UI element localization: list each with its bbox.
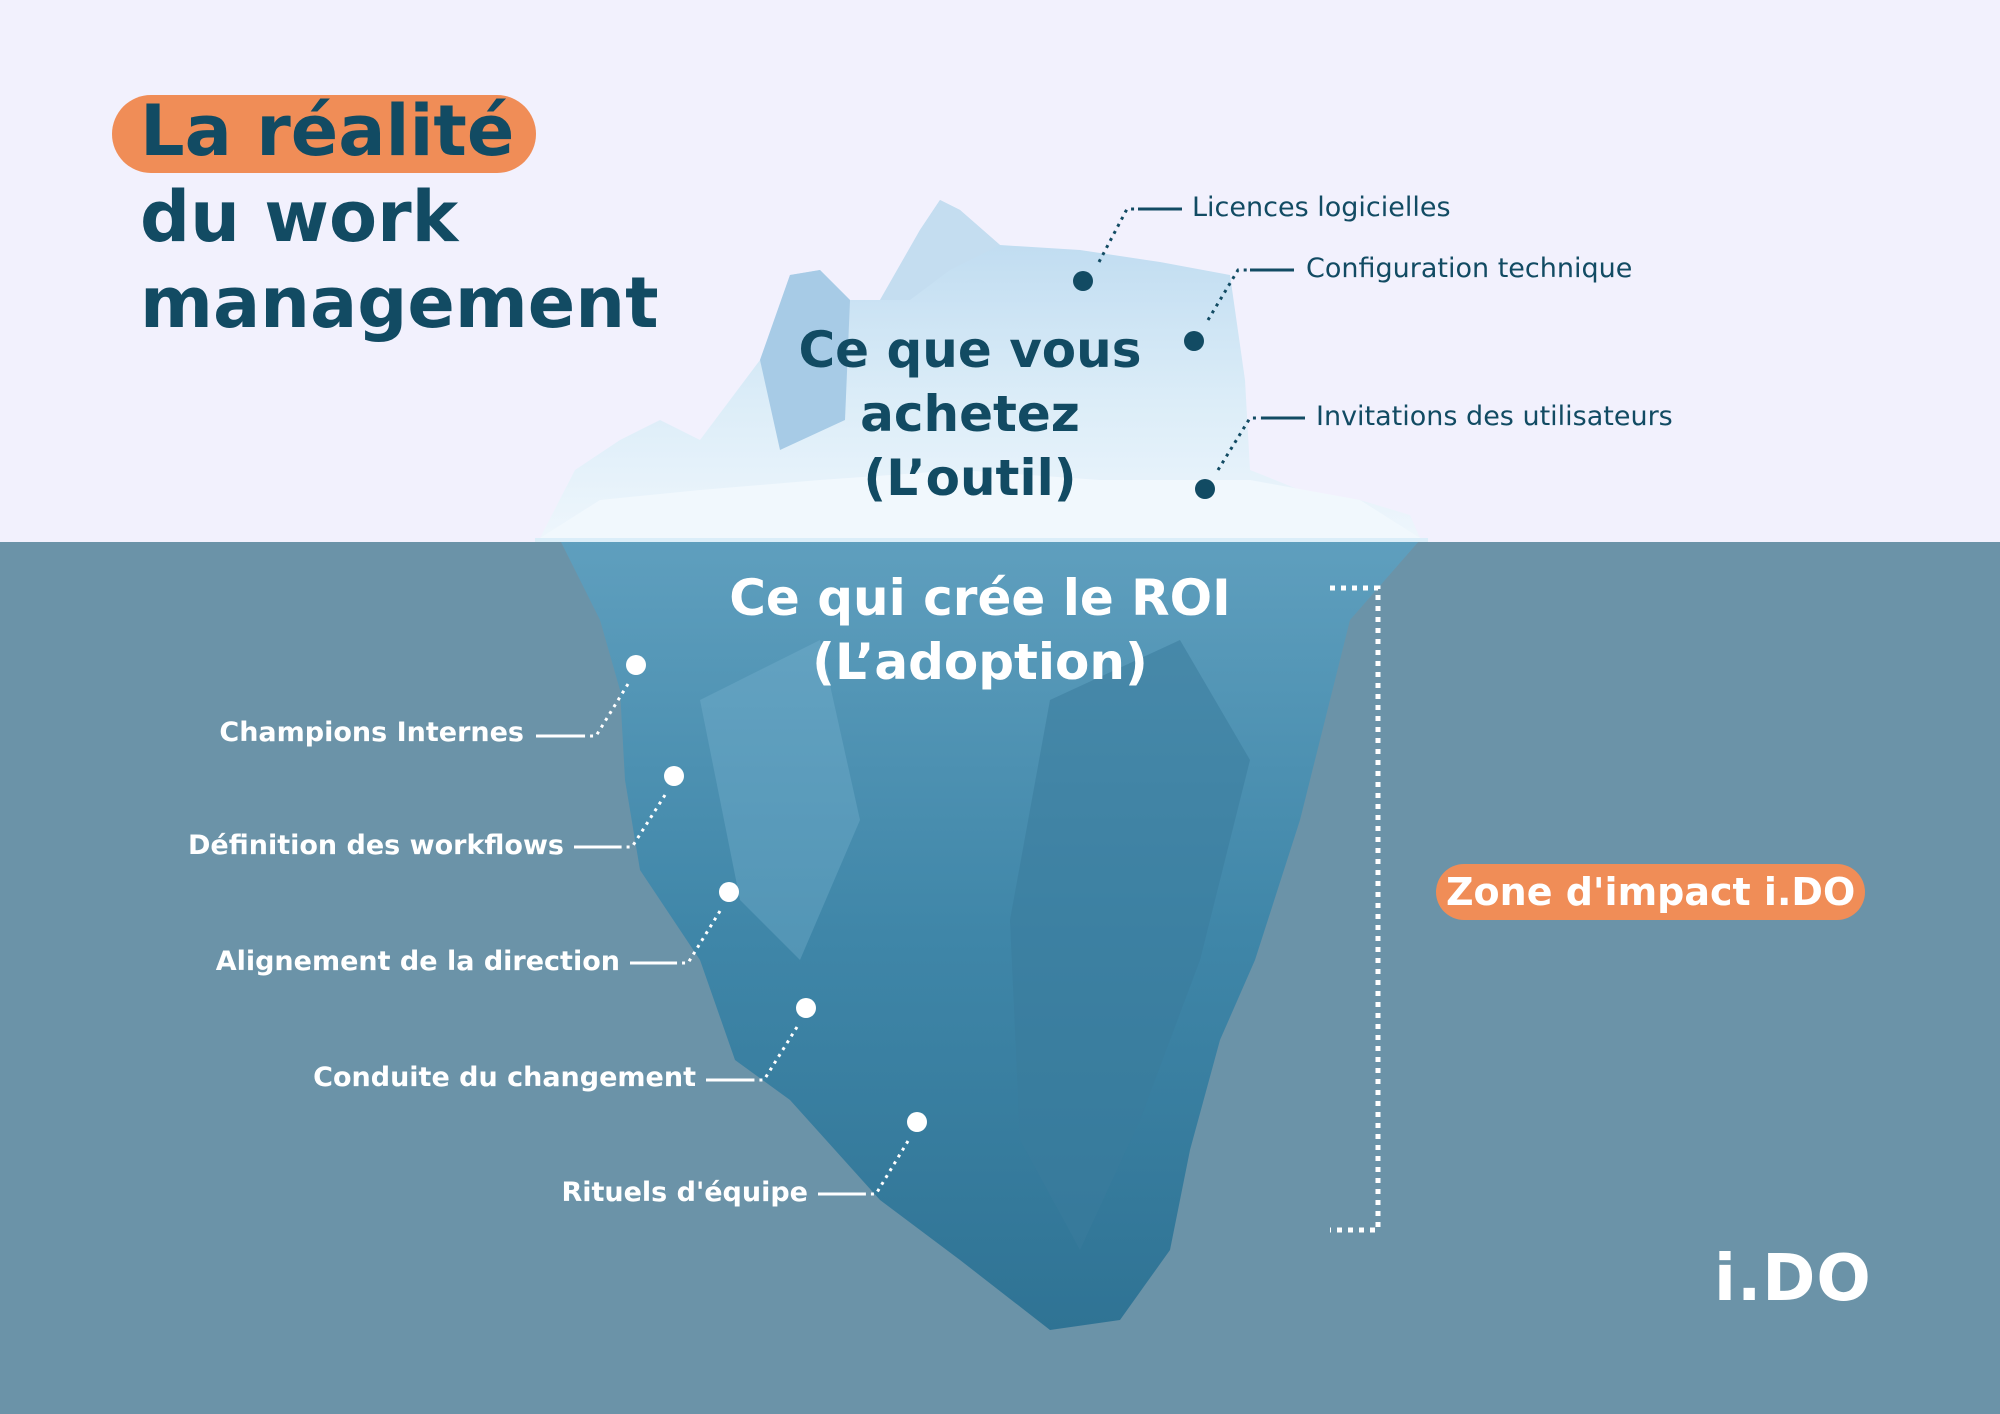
- top-heading: Ce que vous achetez (L’outil): [770, 318, 1170, 510]
- top-callout-label-3: Invitations des utilisateurs: [1316, 401, 1673, 432]
- impact-zone-badge: Zone d'impact i.DO: [1436, 864, 1866, 920]
- bottom-callout-dot-4: [796, 998, 816, 1018]
- iceberg-underwater-shade: [1010, 640, 1250, 1250]
- iceberg-above-water: [540, 200, 1420, 538]
- bottom-callout-dot-3: [719, 882, 739, 902]
- top-callout-dot-2: [1184, 331, 1204, 351]
- title-line-2: du work: [140, 176, 459, 258]
- bottom-heading-line-1: Ce qui crée le ROI: [729, 569, 1231, 627]
- bottom-callout-label-3: Alignement de la direction: [215, 946, 620, 977]
- bottom-callout-leader-1: [536, 683, 630, 738]
- bottom-callout-dot-5: [907, 1112, 927, 1132]
- bottom-callout-label-2: Définition des workflows: [188, 830, 564, 861]
- top-callout-dot-1: [1073, 271, 1093, 291]
- bottom-callout-dot-2: [664, 766, 684, 786]
- title-highlight: La réalité: [112, 95, 537, 173]
- top-heading-line-2: achetez: [860, 385, 1080, 443]
- top-callout-leader-1: [1097, 207, 1182, 263]
- top-callout-leader-2: [1206, 268, 1294, 321]
- top-callouts: [1073, 207, 1305, 499]
- iceberg-underwater-facet: [700, 640, 860, 960]
- title-line-3: management: [140, 262, 659, 344]
- bottom-callout-label-4: Conduite du changement: [313, 1062, 696, 1093]
- brand-logo: i.DO: [1714, 1242, 1872, 1316]
- iceberg-left-peak: [760, 270, 850, 450]
- page-title: La réalité du work management: [112, 88, 659, 346]
- bottom-callout-label-5: Rituels d'équipe: [561, 1177, 808, 1208]
- top-callout-label-1: Licences logicielles: [1192, 192, 1451, 223]
- top-callout-dot-3: [1195, 479, 1215, 499]
- top-callout-label-2: Configuration technique: [1306, 253, 1633, 284]
- bottom-callout-label-1: Champions Internes: [219, 717, 524, 748]
- bottom-heading: Ce qui crée le ROI (L’adoption): [700, 566, 1260, 694]
- impact-zone-bracket: [1330, 585, 1381, 1233]
- iceberg-ridge: [880, 200, 1000, 300]
- top-heading-line-3: (L’outil): [863, 449, 1077, 507]
- bottom-heading-line-2: (L’adoption): [812, 633, 1148, 691]
- bottom-callout-dot-1: [626, 655, 646, 675]
- top-heading-line-1: Ce que vous: [798, 321, 1142, 379]
- bottom-callouts: [536, 655, 927, 1196]
